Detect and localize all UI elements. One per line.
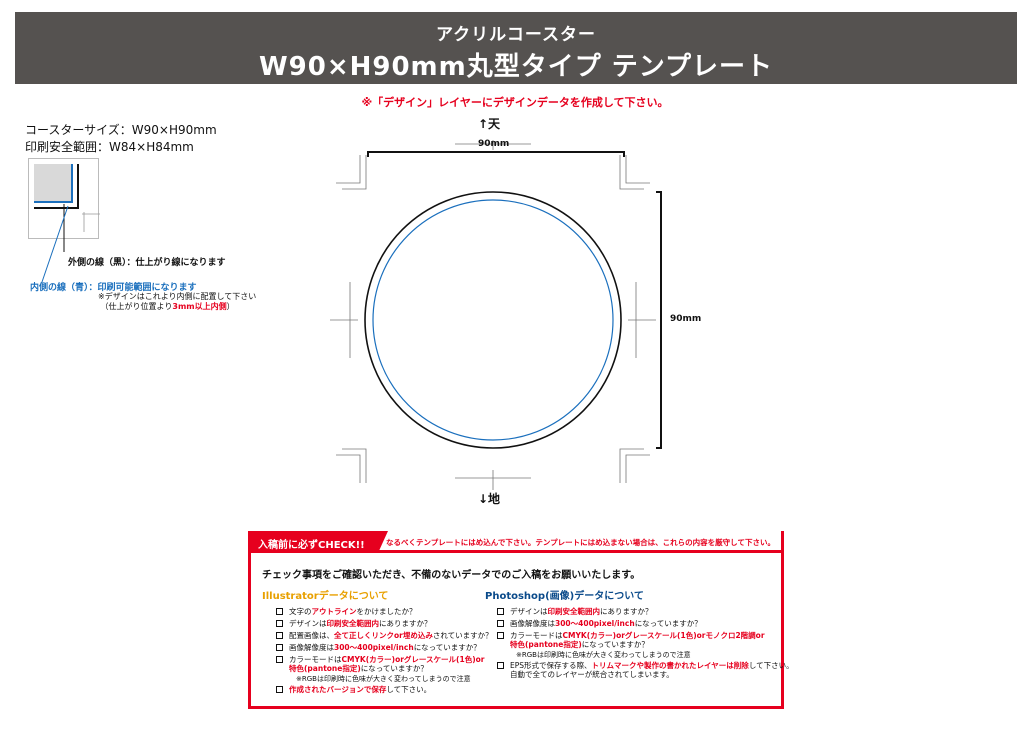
check-header-message: なるべくテンプレートにはめ込んで下さい。テンプレートにはめ込まない場合は、これら… [386, 538, 775, 547]
bottom-direction-label: ↓地 [478, 492, 501, 506]
height-dimension-label: 90mm [670, 314, 702, 324]
note2-pre: （仕上がり位置より [100, 302, 173, 311]
width-dimension-label: 90mm [478, 139, 510, 149]
item-highlight: 作成されたバージョンで保存 [289, 685, 387, 694]
ps-check-item-resolution[interactable]: 画像解像度は300～400pixel/inchになっていますか？ [497, 619, 702, 628]
ps-rgb-note: ※RGBは印刷時に色味が大きく変わってしまうので注意 [516, 651, 691, 659]
item-highlight: 印刷安全範囲内 [547, 607, 601, 616]
inner-line-note: ※デザインはこれより内側に配置して下さい （仕上がり位置より3mm以上内側） [98, 292, 256, 312]
ps-check-item-safe-area[interactable]: デザインは印刷安全範囲内にありますか？ [497, 607, 653, 616]
ps-check-item-eps[interactable]: EPS形式で保存する際、トリムマークや製作の書かれたレイヤーは削除して下さい。 [497, 661, 794, 670]
ps-eps-note: 自動で全てのレイヤーが統合されてしまいます。 [510, 670, 674, 679]
illustrator-heading: Illustratorデータについて [262, 591, 389, 602]
item-highlight: トリムマークや製作の書かれたレイヤーは削除 [591, 661, 749, 670]
photoshop-heading: Photoshop(画像)データについて [485, 591, 644, 602]
item-highlight: 300～400pixel/inch [334, 643, 414, 652]
ai-check-item-version[interactable]: 作成されたバージョンで保存して下さい。 [276, 685, 431, 694]
ps-check-item-color-mode-2: 特色(pantone指定)になっていますか？ [510, 640, 649, 649]
ai-check-item-color-mode-2: 特色(pantone指定)になっていますか？ [289, 664, 428, 673]
checkbox[interactable] [276, 656, 283, 663]
item-highlight: 特色(pantone指定) [289, 664, 361, 673]
checkbox[interactable] [276, 620, 283, 627]
check-tab: 入稿前に必ずCHECK!! [248, 531, 388, 553]
item-highlight: 印刷安全範囲内 [326, 619, 380, 628]
ai-rgb-note: ※RGBは印刷時に色味が大きく変わってしまうので注意 [296, 675, 471, 683]
print-area-spec: 印刷安全範囲：W84×H84mm [25, 140, 194, 154]
checkbox[interactable] [276, 686, 283, 693]
ai-check-item-links[interactable]: 配置画像は、全て正しくリンクor埋め込みされていますか？ [276, 631, 493, 640]
item-text: 文字の [289, 607, 312, 616]
inner-line-note-2: （仕上がり位置より3mm以上内側） [98, 302, 256, 312]
width-dimension-line [367, 151, 625, 157]
item-text: デザインは [289, 619, 327, 628]
line-legend-diagram [28, 158, 100, 283]
coaster-template [330, 140, 662, 490]
item-text: デザインは [510, 607, 548, 616]
item-highlight: アウトライン [311, 607, 357, 616]
item-highlight: 特色(pantone指定) [510, 640, 582, 649]
item-text: カラーモードは [510, 631, 563, 640]
item-text: になっていますか？ [581, 640, 649, 649]
inner-line-label: 内側の線（青）：印刷可能範囲になります [30, 283, 197, 293]
header-subtitle: アクリルコースター [436, 25, 596, 45]
trim-marks [330, 140, 656, 490]
inner-line-note-1: ※デザインはこれより内側に配置して下さい [98, 292, 257, 301]
height-dimension-line [656, 191, 662, 449]
checkbox[interactable] [497, 620, 504, 627]
checkbox[interactable] [276, 608, 283, 615]
item-text: になっていますか？ [634, 619, 702, 628]
header-title: W90×H90mm丸型タイプ テンプレート [258, 52, 774, 82]
check-intro: チェック事項をご確認いただき、不備のないデータでのご入稿をお願いいたします。 [262, 570, 641, 581]
checkbox[interactable] [276, 644, 283, 651]
item-text: 画像解像度は [289, 643, 334, 652]
checkbox[interactable] [497, 608, 504, 615]
header-banner: アクリルコースター W90×H90mm丸型タイプ テンプレート [15, 12, 1017, 84]
item-text: になっていますか？ [413, 643, 481, 652]
item-text: にありますか？ [600, 607, 653, 616]
item-text: して下さい。 [386, 685, 432, 694]
ai-check-item-resolution[interactable]: 画像解像度は300～400pixel/inchになっていますか？ [276, 643, 481, 652]
safe-area-circle [372, 199, 614, 441]
check-header-bar [378, 550, 784, 553]
item-highlight: CMYK(カラー)orグレースケール(1色)orモノクロ2階調or [562, 631, 765, 640]
ai-check-item-color-mode[interactable]: カラーモードはCMYK(カラー)orグレースケール(1色)or [276, 655, 484, 664]
ai-check-item-outline[interactable]: 文字のアウトラインをかけましたか？ [276, 607, 417, 616]
item-text: になっていますか？ [360, 664, 428, 673]
item-text: して下さい。 [748, 661, 794, 670]
item-text: にありますか？ [379, 619, 432, 628]
item-highlight: 300～400pixel/inch [555, 619, 635, 628]
top-direction-label: ↑天 [478, 117, 501, 131]
ps-check-item-color-mode[interactable]: カラーモードはCMYK(カラー)orグレースケール(1色)orモノクロ2階調or [497, 631, 765, 640]
checkbox[interactable] [276, 632, 283, 639]
item-highlight: CMYK(カラー)orグレースケール(1色)or [341, 655, 485, 664]
checkbox[interactable] [497, 662, 504, 669]
outer-line-label: 外側の線（黒）：仕上がり線になります [68, 258, 226, 268]
item-text: EPS形式で保存する際、 [510, 661, 592, 670]
note2-highlight: 3mm以上内側 [172, 302, 227, 311]
coaster-size-spec: コースターサイズ：W90×H90mm [25, 123, 217, 137]
ai-check-item-safe-area[interactable]: デザインは印刷安全範囲内にありますか？ [276, 619, 432, 628]
item-text: 配置画像は、 [289, 631, 334, 640]
item-text: 画像解像度は [510, 619, 555, 628]
item-text: されていますか？ [432, 631, 493, 640]
checkbox[interactable] [497, 632, 504, 639]
note2-post: ） [226, 302, 235, 311]
item-highlight: 全て正しくリンクor埋め込み [334, 631, 433, 640]
checklist-panel [248, 531, 784, 709]
trim-line-circle [364, 191, 622, 449]
item-text: カラーモードは [289, 655, 342, 664]
design-layer-notice: ※「デザイン」レイヤーにデザインデータを作成して下さい。 [361, 96, 669, 109]
item-text: をかけましたか？ [356, 607, 417, 616]
